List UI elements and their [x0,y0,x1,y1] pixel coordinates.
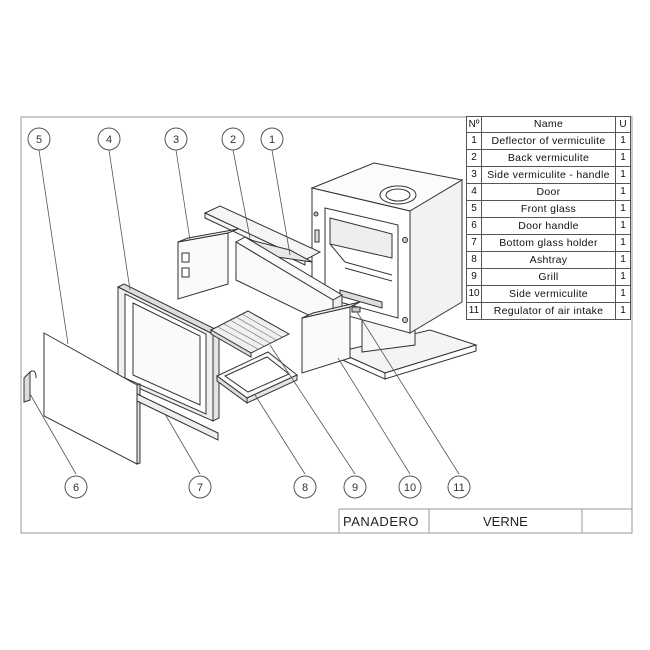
row-name: Door handle [481,217,616,235]
row-name: Side vermiculite [481,285,616,303]
model-label: VERNE [483,514,528,529]
row-quantity: 1 [615,251,631,269]
balloon-9: 9 [343,475,367,499]
side-vermiculite-part [301,301,361,374]
svg-text:7: 7 [197,482,203,494]
brand-label: PANADERO [343,514,419,529]
row-name: Ashtray [481,251,616,269]
balloon-2: 2 [221,127,245,151]
svg-text:8: 8 [302,482,308,494]
door-handle-part [23,370,37,403]
row-number: 11 [466,302,482,320]
header-quantity: U [615,116,631,133]
balloon-10: 10 [398,475,422,499]
svg-text:9: 9 [352,482,358,494]
row-number: 6 [466,217,482,235]
row-quantity: 1 [615,268,631,286]
row-number: 2 [466,149,482,167]
row-quantity: 1 [615,183,631,201]
row-quantity: 1 [615,234,631,252]
drawing-frame [20,116,633,534]
balloon-4: 4 [97,127,121,151]
deflector-part [203,205,322,266]
balloon-11: 11 [447,475,471,499]
parts-table-header: Nº Name U [466,116,631,133]
row-number: 5 [466,200,482,218]
row-name: Regulator of air intake [481,302,616,320]
title-block [338,508,632,533]
row-name: Bottom glass holder [481,234,616,252]
svg-text:10: 10 [404,482,416,494]
balloon-6: 6 [64,475,88,499]
balloon-3: 3 [164,127,188,151]
row-quantity: 1 [615,149,631,167]
svg-text:11: 11 [453,482,464,494]
door-part [116,283,221,422]
svg-text:2: 2 [230,134,236,146]
balloons: 5 4 3 2 1 6 7 8 9 10 11 [27,127,471,499]
ashtray-part [216,351,298,404]
svg-text:3: 3 [173,134,179,146]
leader-lines [29,149,460,475]
row-name: Back vermiculite [481,149,616,167]
bottom-glass-holder-part [136,393,219,441]
row-name: Side vermiculite - handle [481,166,616,184]
svg-text:1: 1 [269,134,275,146]
air-regulator-part [351,306,361,313]
header-name: Name [481,116,616,133]
row-quantity: 1 [615,132,631,150]
row-quantity: 1 [615,217,631,235]
svg-text:6: 6 [73,482,79,494]
row-number: 9 [466,268,482,286]
row-number: 7 [466,234,482,252]
balloon-5: 5 [27,127,51,151]
row-number: 8 [466,251,482,269]
row-number: 4 [466,183,482,201]
row-quantity: 1 [615,166,631,184]
svg-text:4: 4 [106,134,112,146]
front-glass-part [43,332,141,465]
header-number: Nº [466,116,482,133]
row-quantity: 1 [615,285,631,303]
row-name: Deflector of vermiculite [481,132,616,150]
balloon-1: 1 [260,127,284,151]
row-quantity: 1 [615,302,631,320]
row-name: Grill [481,268,616,286]
row-number: 1 [466,132,482,150]
grill-part [209,310,291,358]
row-number: 10 [466,285,482,303]
side-vermiculite-handle-part [177,228,239,300]
row-number: 3 [466,166,482,184]
row-quantity: 1 [615,200,631,218]
balloon-7: 7 [188,475,212,499]
row-name: Front glass [481,200,616,218]
balloon-8: 8 [293,475,317,499]
row-name: Door [481,183,616,201]
svg-text:5: 5 [36,134,42,146]
